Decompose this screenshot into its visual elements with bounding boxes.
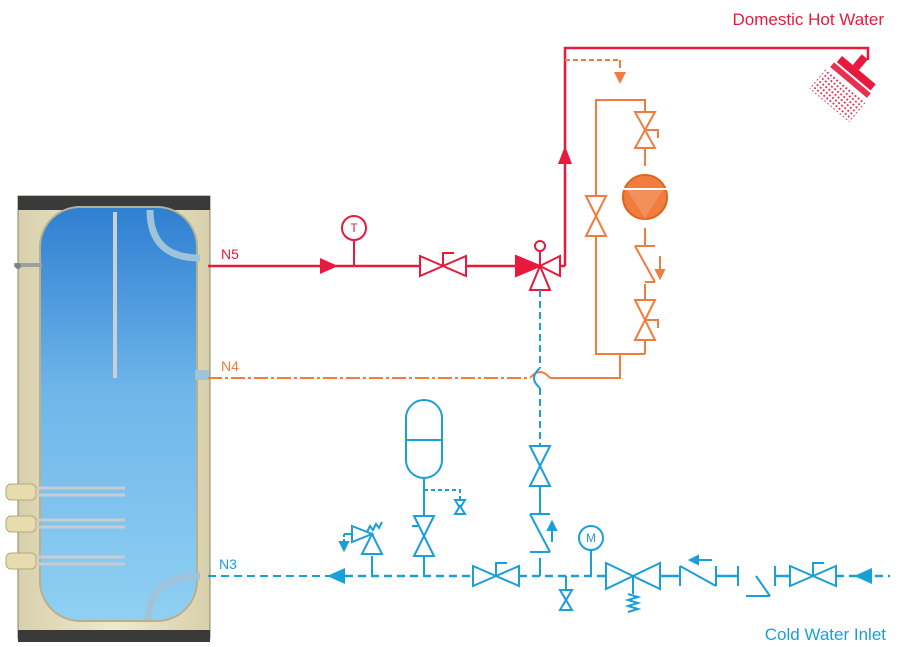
domestic-hot-water-label: Domestic Hot Water — [733, 10, 885, 29]
node-n4-label: N4 — [221, 358, 239, 374]
hot-line-valve — [419, 252, 467, 278]
flow-arrow-hot — [320, 258, 338, 274]
bypass-valve — [584, 195, 608, 237]
safety-relief-valve — [338, 521, 384, 576]
inlet-check-valve — [679, 554, 717, 587]
drain-valve — [558, 576, 574, 611]
manometer-label: M — [586, 531, 596, 545]
flow-arrow-up — [558, 146, 572, 164]
node-n3-label: N3 — [219, 556, 237, 572]
circulation-pump — [622, 174, 668, 220]
cold-water-line — [208, 290, 890, 578]
circulation-loop — [560, 59, 646, 379]
inlet-valve-1 — [472, 562, 520, 588]
flow-arrow-circulation — [614, 72, 626, 84]
circulation-check-valve — [634, 245, 666, 283]
expansion-vessel — [405, 399, 467, 576]
circulation-valve-top — [633, 111, 659, 149]
inlet-valve-2 — [789, 562, 837, 588]
thermometer: T — [341, 215, 367, 266]
thermometer-label: T — [350, 221, 358, 235]
flow-arrow-cold-in — [854, 568, 872, 584]
strainer — [737, 566, 776, 597]
storage-tank — [5, 195, 211, 642]
riser-check-valve — [529, 513, 558, 553]
flow-arrow-cold-out — [327, 568, 345, 584]
return-line-n4 — [208, 371, 560, 379]
circulation-valve-bottom — [633, 299, 659, 341]
pressure-gauge: M — [578, 525, 604, 576]
node-n5-label: N5 — [221, 246, 239, 262]
mixing-valve — [515, 240, 561, 291]
heating-element-1 — [5, 483, 125, 501]
heating-element-2 — [5, 515, 125, 533]
riser-valve — [528, 445, 552, 514]
shower-head-icon — [809, 54, 876, 123]
hot-water-line — [208, 46, 870, 268]
pressure-reducing-valve — [605, 561, 661, 613]
cold-water-inlet-label: Cold Water Inlet — [765, 625, 887, 644]
heating-element-3 — [5, 552, 125, 570]
